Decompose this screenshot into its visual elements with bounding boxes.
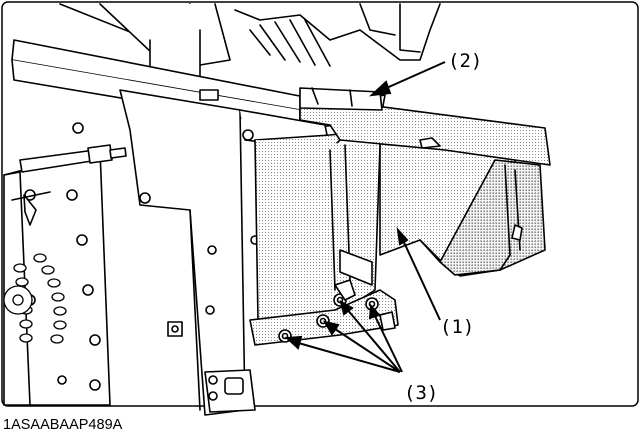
lower-left-bracket [167,321,183,337]
inner-box [439,159,546,276]
image-code-caption: 1ASAABAAP489A [3,417,123,433]
hose-fitting [19,144,127,173]
callout-label-1: (1) [440,316,474,338]
bottom-flange [249,279,399,346]
leader-lines [284,61,446,373]
callout-label-3: (3) [404,382,438,404]
machine-drawing [3,3,551,416]
drive-chain [3,253,67,344]
cover-lid [299,87,551,166]
callout-label-2: (2) [448,50,482,72]
